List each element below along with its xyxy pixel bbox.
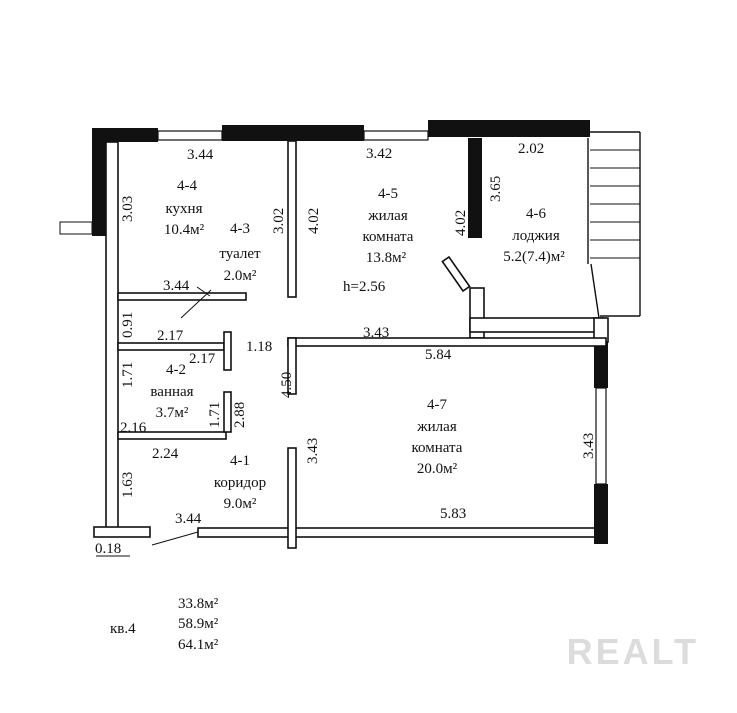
dim-label: 3.03 <box>120 196 136 222</box>
dimensions: 3.44 3.42 2.02 3.03 3.02 4.02 4.02 3.65 … <box>95 141 597 557</box>
room-4-1-id: 4-1 <box>230 453 250 469</box>
outer-walls <box>59 120 608 544</box>
watermark-logo: REALT <box>566 631 699 672</box>
room-4-6-area: 5.2(7.4)м² <box>503 249 565 265</box>
dim-label: 2.16 <box>120 420 147 436</box>
dim-label: 4.02 <box>306 208 322 234</box>
interior-walls <box>117 138 609 549</box>
dim-label: 0.91 <box>120 312 136 338</box>
room-4-5-name-1: жилая <box>367 208 408 224</box>
dim-label: 3.43 <box>305 438 321 464</box>
dim-label: 0.18 <box>95 541 121 557</box>
dim-label: 5.84 <box>425 347 452 363</box>
room-4-4-id: 4-4 <box>177 178 197 194</box>
room-4-6-id: 4-6 <box>526 206 546 222</box>
room-4-2-name: ванная <box>150 384 193 400</box>
room-4-7-area: 20.0м² <box>417 461 458 477</box>
loggia-railing <box>590 131 641 317</box>
dim-label: 4.50 <box>279 372 295 398</box>
dim-label: 2.02 <box>518 141 544 157</box>
dim-label: 1.18 <box>246 339 272 355</box>
room-4-2-id: 4-2 <box>166 362 186 378</box>
room-4-5-area: 13.8м² <box>366 250 407 266</box>
room-4-7-name-1: жилая <box>416 419 457 435</box>
dim-label: 3.44 <box>187 147 214 163</box>
dim-label: 3.44 <box>175 511 202 527</box>
dim-label: 2.24 <box>152 446 179 462</box>
room-4-3-id: 4-3 <box>230 221 250 237</box>
room-4-5-id: 4-5 <box>378 186 398 202</box>
dim-label: 5.83 <box>440 506 466 522</box>
dim-label: 1.71 <box>120 362 136 388</box>
dim-label: 3.42 <box>366 146 392 162</box>
room-4-6-name: лоджия <box>512 228 560 244</box>
room-4-3-area: 2.0м² <box>224 268 257 284</box>
apartment-label: кв.4 <box>110 621 136 637</box>
room-4-7-name-2: комната <box>412 440 463 456</box>
dim-label: 4.02 <box>453 210 469 236</box>
dim-label: 1.71 <box>207 402 223 428</box>
room-4-4-area: 10.4м² <box>164 222 205 238</box>
dim-label: 3.44 <box>163 278 190 294</box>
dim-label: 3.02 <box>271 208 287 234</box>
dim-label: 3.43 <box>581 433 597 459</box>
dim-label: 2.17 <box>189 351 216 367</box>
room-labels: 4-4 кухня 10.4м² 4-3 туалет 2.0м² 4-5 жи… <box>150 178 565 512</box>
room-4-1-area: 9.0м² <box>224 496 257 512</box>
dim-label: 2.88 <box>232 402 248 428</box>
room-4-3-name: туалет <box>219 246 261 262</box>
room-4-1-name: коридор <box>214 475 266 491</box>
room-4-4-name: кухня <box>165 201 202 217</box>
living-area-value: 33.8м² <box>178 596 219 612</box>
room-4-2-area: 3.7м² <box>156 405 189 421</box>
dim-label: 3.43 <box>363 325 389 341</box>
total-area-value: 58.9м² <box>178 616 219 632</box>
room-4-5-name-2: комната <box>363 229 414 245</box>
area-with-loggia-value: 64.1м² <box>178 637 219 653</box>
room-4-7-id: 4-7 <box>427 397 447 413</box>
dim-label: 1.63 <box>120 472 136 498</box>
dim-label: 3.65 <box>488 176 504 202</box>
ceiling-height: h=2.56 <box>343 279 386 295</box>
dim-label: 2.17 <box>157 328 184 344</box>
